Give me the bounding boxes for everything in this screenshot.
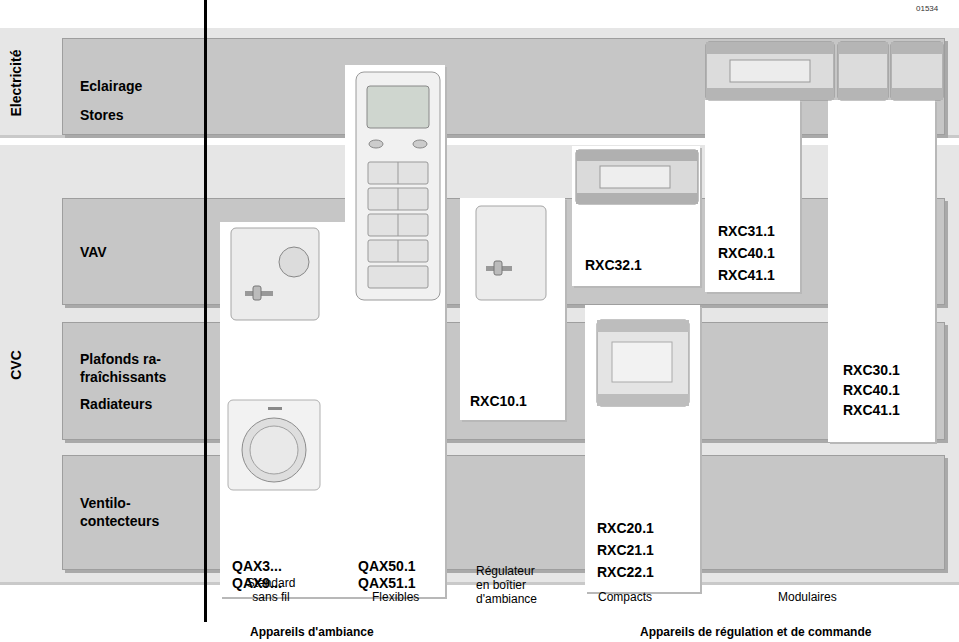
product-code: RXC31.1 RXC40.1 RXC41.1 — [718, 220, 775, 286]
text-slot: Radiateurs — [80, 395, 152, 413]
figure-number: 01534 — [916, 4, 938, 14]
rxc32-device — [576, 150, 698, 204]
text-slot: Appareils d'ambiance — [250, 625, 374, 639]
group-label: Modulaires — [778, 590, 837, 604]
column-shape — [460, 198, 565, 420]
text-slot: Standard sans fil — [240, 576, 302, 604]
category-caption: Appareils de régulation et de commande — [640, 625, 871, 639]
product-column: RXC32.1 — [572, 146, 700, 286]
product-code: QAX50.1 QAX51.1 — [358, 558, 416, 592]
text-slot: Eclairage — [80, 77, 142, 95]
category-label: Radiateurs — [80, 395, 152, 413]
text-slot: Electricité — [7, 50, 25, 117]
text-slot: VAV — [80, 243, 107, 261]
category-label: Plafonds ra- fraîchissants — [80, 350, 190, 386]
category-box-shape — [63, 456, 945, 570]
modular-devices — [706, 42, 943, 100]
category-caption: Appareils d'ambiance — [250, 625, 374, 639]
text-slot: CVC — [7, 350, 25, 380]
category-label: Ventilo- contecteurs — [80, 494, 180, 530]
product-code: RXC32.1 — [585, 256, 642, 274]
text-slot: RXC31.1 RXC40.1 RXC41.1 — [718, 220, 775, 286]
product-column: RXC30.1 RXC40.1 RXC41.1 — [828, 100, 935, 442]
product-code: RXC10.1 — [470, 392, 527, 410]
product-column: RXC10.1 — [460, 198, 565, 420]
category-label: Stores — [80, 106, 124, 124]
text-slot: Modulaires — [778, 590, 837, 604]
room-controller — [476, 206, 546, 300]
band-shape — [0, 28, 959, 138]
text-slot: RXC20.1 RXC21.1 RXC22.1 — [597, 517, 654, 583]
product-column: QAX50.1 QAX51.1 — [345, 65, 445, 597]
text-slot: RXC10.1 — [470, 392, 527, 410]
product-code: RXC30.1 RXC40.1 RXC41.1 — [843, 360, 900, 420]
text-slot: Flexibles — [372, 590, 419, 604]
keypad-device — [356, 72, 440, 300]
category-label: Eclairage — [80, 77, 142, 95]
category-box: VAV — [62, 198, 945, 305]
category-box: Ventilo- contecteurs — [62, 455, 945, 570]
column-shape — [345, 65, 445, 597]
column-shape — [585, 305, 700, 592]
column-shape — [828, 100, 935, 442]
column-shape — [705, 100, 800, 292]
text-slot: RXC32.1 — [585, 256, 642, 274]
text-slot: Régulateur en boîtier d'ambiance — [476, 564, 548, 606]
dial-unit — [228, 400, 320, 490]
category-box: Plafonds ra- fraîchissantsRadiateurs — [62, 322, 945, 440]
domain-label: CVC — [7, 350, 25, 380]
category-label: VAV — [80, 243, 107, 261]
text-slot: Plafonds ra- fraîchissants — [80, 350, 190, 386]
text-slot: Compacts — [598, 590, 652, 604]
group-label: Standard sans fil — [240, 576, 302, 604]
text-slot: Appareils de régulation et de commande — [640, 625, 871, 639]
text-slot: 01534 — [916, 4, 938, 14]
product-code: RXC20.1 RXC21.1 RXC22.1 — [597, 517, 654, 583]
column-shape — [572, 146, 700, 286]
domain-label: Electricité — [7, 50, 25, 117]
band-shape — [0, 145, 959, 585]
product-column: RXC31.1 RXC40.1 RXC41.1 — [705, 100, 800, 292]
group-label: Flexibles — [372, 590, 419, 604]
product-column: QAX3... QAX9... — [220, 222, 345, 597]
category-box-shape — [63, 199, 945, 305]
group-label: Régulateur en boîtier d'ambiance — [476, 564, 548, 606]
text-slot: RXC30.1 RXC40.1 RXC41.1 — [843, 360, 900, 420]
domain-band: CVC VAV Plafonds ra- fraîchissantsRadiateu… — [0, 145, 959, 585]
group-label: Compacts — [598, 590, 652, 604]
text-slot: Stores — [80, 106, 124, 124]
category-box-shape — [63, 39, 945, 135]
domain-band: Electricité EclairageStores — [0, 28, 959, 138]
room-unit — [231, 228, 319, 320]
product-column: RXC20.1 RXC21.1 RXC22.1 — [585, 305, 700, 592]
text-slot: Ventilo- contecteurs — [80, 494, 180, 530]
column-shape — [220, 222, 345, 597]
text-slot: QAX50.1 QAX51.1 — [358, 558, 416, 592]
compact-controller — [597, 320, 689, 406]
divider-line — [204, 0, 207, 622]
category-box: EclairageStores — [62, 38, 945, 135]
